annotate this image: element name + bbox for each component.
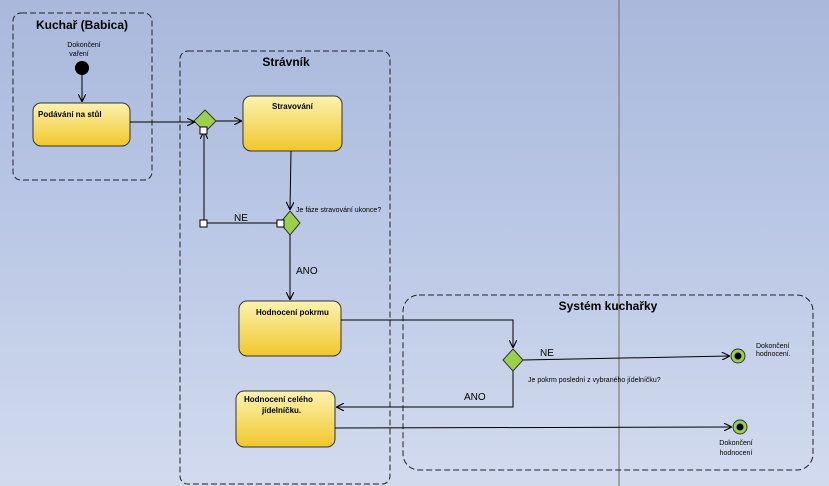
action-rate-menu-label-line2: jídelníčku. <box>261 406 301 415</box>
edges <box>82 61 731 428</box>
decision-last-dish-label: Je pokrm poslední z vybraného jídelníčku… <box>528 377 661 384</box>
action-serve: Podávání na stůl <box>32 102 131 147</box>
action-rate-menu-label-line1: Hodnocení celého <box>244 395 313 404</box>
final-bottom-label-line2: hodnocení <box>720 450 753 457</box>
lane-diner: Strávník <box>179 50 391 485</box>
edge-lastdish-no <box>522 356 729 361</box>
action-serve-label: Podávání na stůl <box>38 110 102 119</box>
guard-eating-yes: ANO <box>296 266 318 277</box>
decision-last-dish: Je pokrm poslední z vybraného jídelníčku… <box>502 348 661 384</box>
final-top-label-line1: Dokončení <box>756 343 790 350</box>
action-rate-menu: Hodnocení celého jídelníčku. <box>235 390 336 448</box>
initial-label-line1: Dokončení <box>67 42 101 49</box>
initial-node: Dokončení vaření <box>67 42 101 75</box>
action-eating-label: Stravování <box>272 102 314 111</box>
final-top-label-line2: hodnocení. <box>756 351 791 358</box>
action-eating: Stravování <box>242 95 343 152</box>
decision-eating-finished-label: Je fáze stravování ukonce? <box>296 207 381 214</box>
action-rate-dish-label: Hodnocení pokrmu <box>256 308 329 317</box>
decision-eating-finished: Je fáze stravování ukonce? <box>279 207 381 236</box>
lane-system-title: Systém kuchařky <box>559 299 658 313</box>
lane-system: Systém kuchařky <box>402 294 814 471</box>
final-node-bottom: Dokončení hodnocení <box>719 419 753 457</box>
lane-cook-title: Kuchař (Babica) <box>36 18 128 32</box>
final-bottom-label-line1: Dokončení <box>719 440 753 447</box>
edge-lastdish-yes <box>337 371 514 407</box>
action-rate-dish: Hodnocení pokrmu <box>238 300 342 357</box>
guard-last-yes: ANO <box>464 392 486 403</box>
lane-diner-title: Strávník <box>262 55 310 69</box>
edge-ratedish-to-decision <box>341 319 513 347</box>
guard-last-no: NE <box>540 348 554 359</box>
initial-label-line2: vaření <box>69 51 89 58</box>
ports <box>199 126 285 228</box>
edge-eating-to-decision <box>290 150 291 209</box>
lane-cook: Kuchař (Babica) <box>12 12 153 181</box>
final-node-top: Dokončení hodnocení. <box>730 343 791 364</box>
guard-eating-no: NE <box>234 213 248 224</box>
edge-ratemenu-to-final <box>334 427 731 428</box>
